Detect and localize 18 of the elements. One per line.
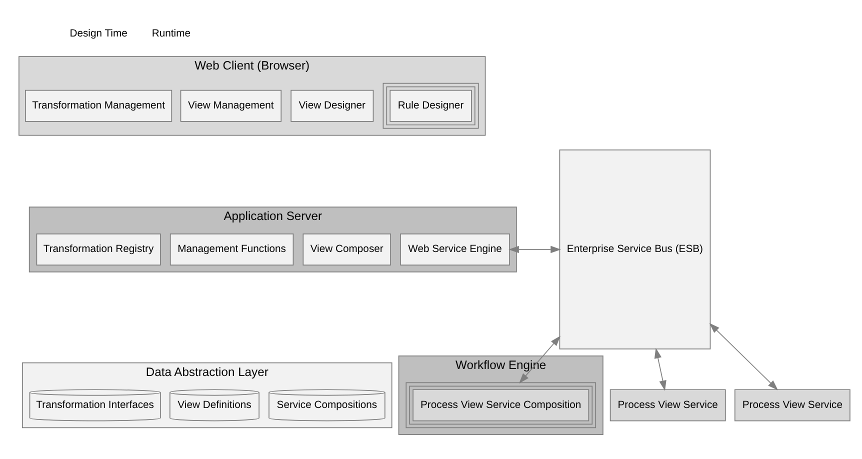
node-box: View Designer [290, 89, 374, 122]
node-box: Process View Service Composition [406, 382, 596, 428]
node-box: Web Service Engine [400, 232, 510, 265]
node-box: Enterprise Service Bus (ESB) [559, 149, 711, 349]
arrow [654, 347, 666, 390]
node-box: View Management [180, 89, 282, 122]
node-box: Process View Service [734, 388, 850, 421]
node-box: View Composer [302, 232, 391, 265]
node-box: Transformation Management [25, 89, 172, 122]
node-box: Rule Designer [382, 82, 479, 128]
label: Design Time [70, 28, 128, 40]
node-box: Process View Service [610, 388, 726, 421]
arrow [709, 322, 778, 390]
node-box: Transformation Registry [36, 232, 161, 265]
arrow [518, 335, 561, 384]
label: Runtime [152, 28, 191, 40]
arrow [508, 245, 561, 253]
node-box: Management Functions [170, 232, 294, 265]
